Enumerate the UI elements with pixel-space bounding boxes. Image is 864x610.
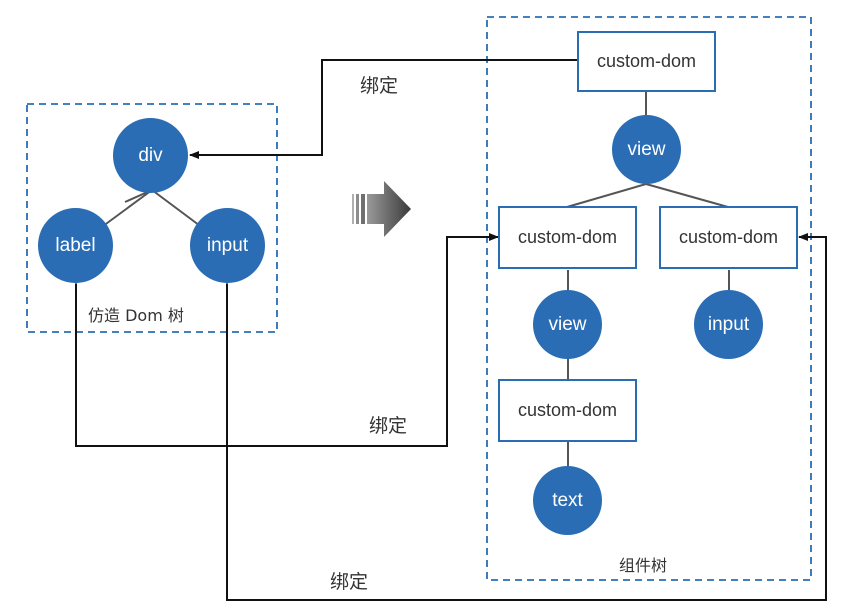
transform-arrow-icon [352, 181, 411, 237]
binding-arrow-div [189, 59, 577, 159]
box-bottom-custom-dom: custom-dom [498, 379, 637, 442]
binding-label-top: 绑定 [360, 75, 399, 97]
node-label: label [38, 208, 113, 283]
node-div: div [113, 118, 188, 193]
node-view-mid: view [533, 290, 602, 359]
box-left-custom-dom: custom-dom [498, 206, 637, 269]
box-root-custom-dom: custom-dom [577, 31, 716, 92]
left-group-frame [26, 103, 278, 333]
left-group-caption: 仿造 Dom 树 [88, 306, 184, 325]
binding-arrow-label [72, 233, 499, 447]
binding-label-middle: 绑定 [369, 415, 408, 437]
node-input-right: input [694, 290, 763, 359]
node-view-top: view [612, 115, 681, 184]
right-tree-edges [566, 92, 730, 466]
box-right-custom-dom: custom-dom [659, 206, 798, 269]
right-group-caption: 组件树 [619, 556, 668, 575]
node-input-left: input [190, 208, 265, 283]
right-group-frame [486, 16, 812, 581]
binding-label-bottom: 绑定 [330, 571, 369, 593]
node-text: text [533, 466, 602, 535]
binding-arrow-input [223, 233, 827, 601]
